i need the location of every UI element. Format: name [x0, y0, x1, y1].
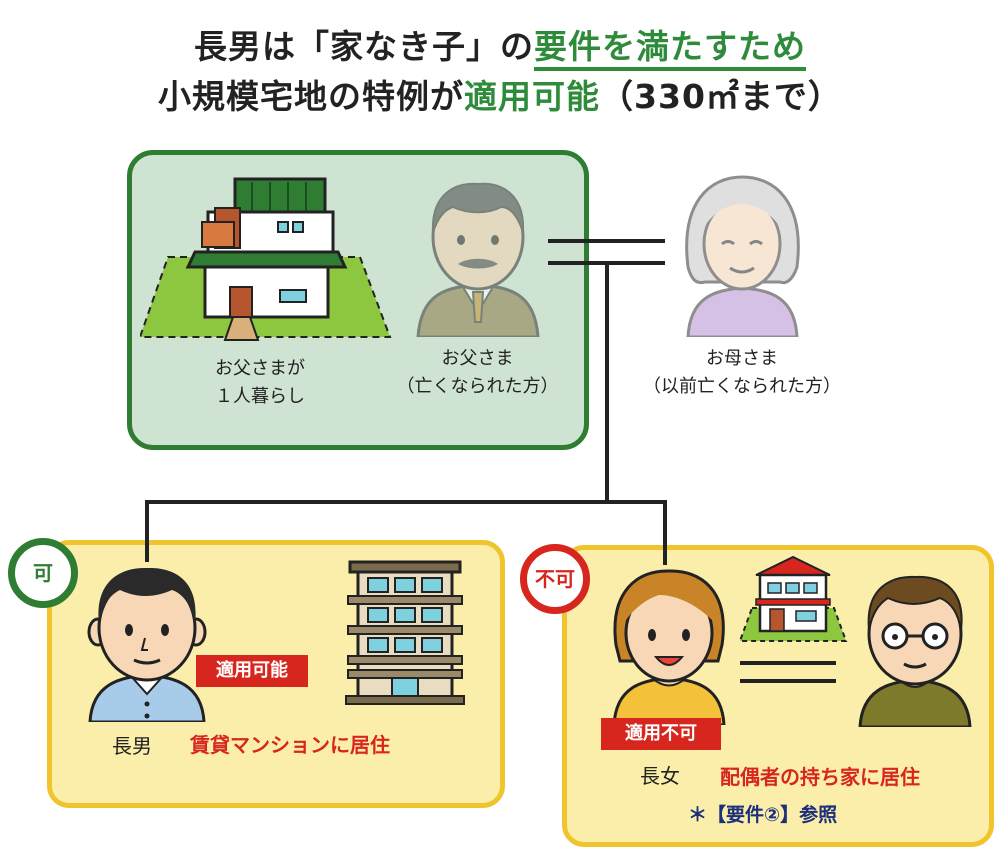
married-equals-icon	[740, 661, 836, 683]
requirement-note: ＊【要件②】参照	[688, 804, 838, 826]
title-line-2-text: 小規模宅地の特例が	[158, 77, 465, 116]
title-line-2-suffix: （330㎡まで）	[600, 77, 842, 116]
mother-label-line-1: お母さま	[706, 348, 778, 369]
apartment-building-icon	[345, 560, 465, 705]
father-house-label-line-2: １人暮らし	[215, 386, 305, 407]
son-badge: 可	[8, 538, 78, 608]
father-house-icon	[140, 177, 392, 341]
son-residence-label: 賃貸マンションに居住	[190, 733, 390, 757]
father-label-line-2: （亡くなられた方）	[396, 376, 559, 397]
father-label: お父さま （亡くなられた方）	[375, 345, 580, 401]
father-house-label-line-1: お父さまが	[215, 358, 305, 379]
mother-label: お母さま （以前亡くなられた方）	[617, 345, 867, 401]
title-line-2-highlight: 適用可能	[464, 77, 601, 116]
title-line-1-highlight: 要件を満たすため	[534, 27, 806, 71]
mother-label-line-2: （以前亡くなられた方）	[643, 376, 841, 397]
son-status-tag: 適用可能	[196, 655, 308, 687]
title-line-2: 小規模宅地の特例が適用可能（330㎡まで）	[0, 70, 1000, 118]
son-avatar-icon	[87, 567, 207, 722]
mother-avatar-icon	[685, 175, 800, 337]
daughter-badge: 不可	[520, 544, 590, 614]
father-avatar-icon	[416, 182, 540, 337]
husband-avatar-icon	[858, 575, 972, 727]
title-line-1-text: 長男は「家なき子」の	[194, 27, 534, 66]
son-name-label: 長男	[112, 734, 152, 758]
title-line-1: 長男は「家なき子」の要件を満たすため	[0, 20, 1000, 71]
spouse-house-icon	[738, 555, 848, 642]
daughter-avatar-icon	[612, 569, 726, 725]
daughter-name-label: 長女	[640, 764, 680, 788]
father-label-line-1: お父さま	[441, 348, 514, 369]
daughter-residence-label: 配偶者の持ち家に居住	[720, 765, 920, 789]
father-house-label: お父さまが １人暮らし	[190, 355, 330, 411]
daughter-status-tag: 適用不可	[601, 718, 721, 750]
